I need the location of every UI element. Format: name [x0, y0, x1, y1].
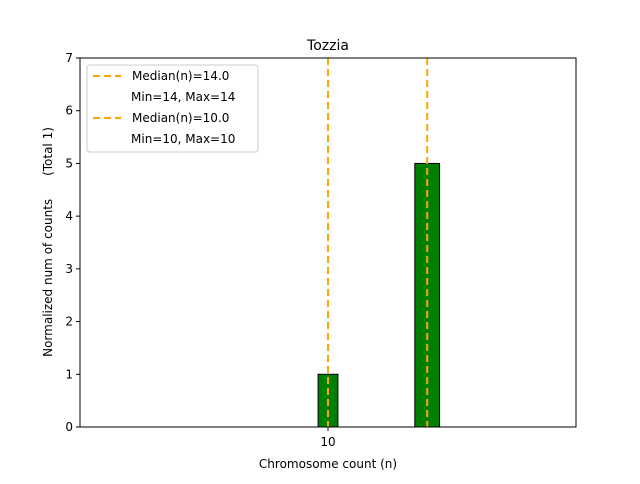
- y-tick-label: 2: [65, 315, 73, 329]
- x-tick-label: 10: [320, 435, 335, 449]
- y-tick-label: 5: [65, 156, 73, 170]
- y-tick-label: 7: [65, 51, 73, 65]
- legend-label-0: Median(n)=14.0: [132, 69, 229, 83]
- legend-sublabel-1: Min=10, Max=10: [131, 132, 235, 146]
- chart-title: Tozzia: [306, 38, 349, 54]
- y-tick-label: 4: [65, 209, 73, 223]
- y-axis-label: Normalized num of counts (Total 1): [41, 127, 55, 357]
- y-tick-label: 1: [65, 367, 73, 381]
- x-axis-label: Chromosome count (n): [259, 457, 397, 471]
- y-tick-label: 0: [65, 420, 73, 434]
- legend-sublabel-0: Min=14, Max=14: [131, 90, 235, 104]
- plot-frame: [79, 57, 577, 428]
- legend-box: [86, 64, 259, 153]
- legend-label-1: Median(n)=10.0: [132, 111, 229, 125]
- y-tick-label: 6: [65, 104, 73, 118]
- y-tick-label: 3: [65, 262, 73, 276]
